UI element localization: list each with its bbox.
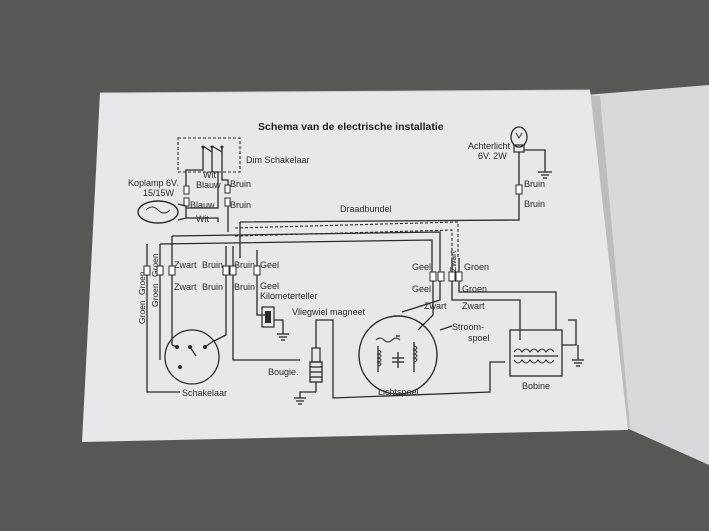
blauw-label-mid: Blauw <box>190 200 215 210</box>
groen-label-3: Groen <box>137 300 147 324</box>
stroomspoel-label-line2: spoel <box>468 333 490 343</box>
connector <box>183 185 190 195</box>
koplamp-label-line2: 15/15W <box>143 188 175 198</box>
connector <box>224 184 231 194</box>
connector <box>183 197 190 207</box>
zwart-label-r3: Zwart <box>462 301 485 311</box>
groen-label-r1: Groen <box>464 262 489 272</box>
achterlicht-label-line2: 6V. 2W <box>478 151 507 161</box>
schakelaar-ignition-switch <box>164 329 220 385</box>
connector <box>224 197 231 207</box>
connector <box>156 265 164 276</box>
page-top-edge <box>99 89 591 94</box>
zwart-label-2: Zwart <box>174 282 197 292</box>
bruin-label-l1: Bruin <box>202 260 223 270</box>
achterlicht-label-line1: Achterlicht <box>468 141 511 151</box>
connector <box>229 265 237 276</box>
bruin-label-top: Bruin <box>230 179 251 189</box>
kilometerteller-label: Kilometerteller <box>260 291 318 301</box>
dim-schakelaar-label: Dim Schakelaar <box>246 155 310 165</box>
connector <box>437 271 445 282</box>
lichtspoel-label: Lichtspoel <box>378 387 419 397</box>
koplamp-label-line1: Koplamp 6V. <box>128 178 179 188</box>
bougie-ground-icon <box>294 391 316 405</box>
connector <box>143 265 151 276</box>
zwart-label-r2: Zwart <box>424 301 447 311</box>
zwart-label-vertical: Zwart <box>448 250 458 272</box>
vliegwiel-magneet-flywheel <box>358 315 438 395</box>
kilometerteller-lamp <box>261 306 289 341</box>
connector <box>253 265 261 276</box>
wit-label-bottom: Wit <box>196 214 209 224</box>
connector <box>448 271 456 282</box>
vliegwiel-magneet-label: Vliegwiel magneet <box>292 307 366 317</box>
bruin-label-l3: Bruin <box>202 282 223 292</box>
groen-label-r2: Groen <box>462 284 487 294</box>
bruin-label-l4: Bruin <box>234 282 255 292</box>
groen-label-4: Groen <box>150 283 160 307</box>
rear-ground-icon <box>538 171 552 179</box>
achterlicht-rear-bulb <box>510 126 528 153</box>
groen-label-2: Groen <box>150 253 160 277</box>
dim-schakelaar-switch <box>177 137 241 173</box>
schakelaar-label: Schakelaar <box>182 388 227 398</box>
bobine-ignition-coil <box>509 319 584 377</box>
bruin-label-mid: Bruin <box>230 200 251 210</box>
connector <box>222 265 230 276</box>
bruin-rear-label-1: Bruin <box>524 179 545 189</box>
bougie-spark-plug <box>309 330 323 392</box>
stroomspoel-label-line1: Stroom- <box>452 322 484 332</box>
geel-label-r2: Geel <box>412 284 431 294</box>
bruin-rear-label-2: Bruin <box>524 199 545 209</box>
connector <box>429 271 437 282</box>
connector <box>455 271 463 282</box>
blauw-label-top: Blauw <box>196 180 221 190</box>
bobine-label: Bobine <box>522 381 550 391</box>
geel-label-r1: Geel <box>412 262 431 272</box>
geel-label-l2: Geel <box>260 281 279 291</box>
connector <box>168 265 176 276</box>
bougie-label: Bougie. <box>268 367 299 377</box>
connector <box>515 184 523 195</box>
zwart-label-1: Zwart <box>174 260 197 270</box>
geel-label-l1: Geel <box>260 260 279 270</box>
wit-label-top: Wit <box>203 170 216 180</box>
bruin-label-l2: Bruin <box>234 260 255 270</box>
diagram-title: Schema van de electrische installatie <box>258 121 444 133</box>
draadbundel-label: Draadbundel <box>340 204 392 214</box>
groen-label-1: Groen <box>137 271 147 295</box>
koplamp-headlamp-bulb <box>137 200 187 224</box>
